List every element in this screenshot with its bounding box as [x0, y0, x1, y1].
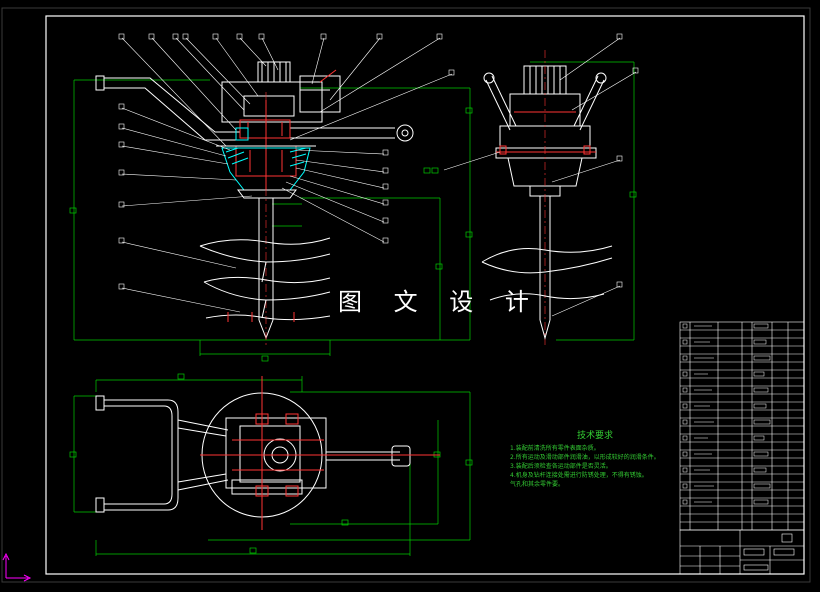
- side-red-accents: [496, 111, 596, 155]
- top-view-dimensions: [69, 373, 473, 556]
- technical-note-2: 2.所有运动及滑动部件润滑油，以形成较好的润滑条件。: [510, 454, 660, 461]
- technical-notes-title: 技术要求: [576, 431, 613, 441]
- front-blade-marks: [227, 312, 295, 322]
- technical-note-5: 气孔和其余零件要。: [510, 481, 565, 488]
- top-red-bolts: [200, 376, 440, 530]
- side-auger-blades: [481, 245, 613, 301]
- side-handles: [483, 72, 607, 131]
- top-view: [69, 373, 473, 556]
- sheet-outer-frame: [1, 7, 811, 583]
- parts-list: [679, 321, 805, 531]
- technical-note-4: 4.机身及钻杆连接处需进行防锈处理，不得有锈蚀。: [510, 472, 648, 479]
- side-view-dimensions: [423, 61, 637, 341]
- drawing-border: [45, 15, 805, 575]
- parts-list-cell-marks: [682, 323, 771, 505]
- technical-note-1: 1.装配前清洗所有零件表面杂质。: [510, 445, 600, 452]
- side-view-leaders: [443, 33, 639, 317]
- front-view-balloons: [118, 33, 455, 290]
- side-view: [423, 33, 639, 345]
- watermark-text: 图 文 设 计: [338, 288, 541, 316]
- side-engine: [495, 65, 597, 197]
- front-handle-left: [95, 75, 240, 141]
- front-handle-right: [290, 124, 414, 142]
- top-handle: [95, 395, 229, 513]
- front-view-dimensions: [69, 79, 473, 362]
- title-block: [679, 529, 805, 575]
- front-auger-blades: [199, 237, 331, 321]
- technical-note-3: 3.装配后须检查各运动部件是否灵活。: [510, 463, 612, 470]
- technical-notes: 技术要求 1.装配前清洗所有零件表面杂质。 2.所有运动及滑动部件润滑油，以形成…: [510, 432, 680, 489]
- ucs-axis-icon: [2, 552, 32, 582]
- side-auger-shaft: [539, 196, 551, 340]
- front-view-leaders: [121, 37, 453, 313]
- front-view: [69, 61, 473, 362]
